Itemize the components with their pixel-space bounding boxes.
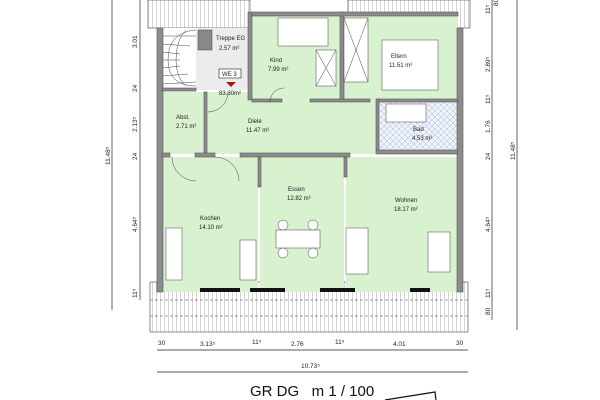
dim-label: 11⁵ (485, 4, 492, 14)
room-label-bad: Bad (413, 127, 424, 133)
room-labels: Treppe EG 2.57 m² Kind 7.99 m² Eltern 11… (176, 36, 432, 231)
unit-area: 83.30m² (219, 91, 241, 97)
dim-label: 24 (132, 84, 139, 92)
dimensions-right: 11⁵ 80 2.89⁵ 11⁵ 1.76 24 4.64⁵ 11⁵ 80 11… (485, 0, 518, 330)
dim-label: 11⁵ (335, 339, 345, 346)
dimensions-bottom: 30 3.13⁵ 11⁵ 2.76 11⁵ 4.01 30 10.73⁵ (157, 339, 468, 373)
dim-label: 4.64⁵ (485, 216, 492, 232)
dim-label: 24 (485, 152, 492, 160)
dim-label: 80 (493, 0, 500, 6)
furniture (165, 17, 451, 281)
room-essen (260, 157, 344, 292)
room-area-essen: 12.82 m² (287, 196, 311, 202)
dim-label: 11⁵ (485, 288, 492, 298)
dim-label: 2.13⁵ (132, 116, 139, 132)
dim-label: 1.76 (485, 120, 492, 133)
room-label-kind: Kind (270, 58, 282, 64)
unit-marker-icon (226, 82, 236, 87)
dim-label: 4.64⁵ (132, 216, 139, 232)
room-area-treppe-eg: 2.57 m² (219, 46, 239, 52)
dim-label: 11⁵ (485, 94, 492, 104)
dim-label: 30 (456, 340, 464, 347)
dim-total: 11.48⁵ (510, 141, 517, 160)
room-label-kochen: Kochen (200, 216, 220, 222)
plan-title: GR DG m 1 / 100 (250, 383, 374, 400)
dim-total: 11.48⁵ (105, 146, 112, 165)
room-area-diele: 11.47 m² (246, 128, 269, 134)
room-label-essen: Essen (288, 187, 305, 193)
walls (156, 11, 464, 293)
room-label-abst: Abst. (176, 115, 190, 121)
dim-label: 30 (158, 340, 166, 347)
dim-total: 10.73⁵ (301, 363, 320, 370)
room-area-kind: 7.99 m² (268, 67, 288, 73)
room-diele (206, 92, 376, 154)
dim-label: 2.89⁵ (485, 56, 492, 72)
dimensions-left: 3.01 24 2.13⁵ 24 4.64⁵ 11⁵ 11.48⁵ (105, 0, 141, 310)
room-area-bad: 4.53 m² (412, 136, 432, 142)
dim-label: 3.13⁵ (200, 341, 216, 348)
room-abst (162, 92, 206, 154)
dim-label: 4.01 (393, 341, 406, 348)
room-label-diele: Diele (248, 119, 262, 125)
room-label-wohnen: Wohnen (395, 198, 417, 204)
room-label-eltern: Eltern (391, 54, 407, 60)
unit-label: WE 3 (222, 72, 237, 78)
north-arrow-icon (384, 391, 437, 400)
room-area-wohnen: 18.17 m² (394, 207, 418, 213)
dim-label: 3.01 (132, 35, 139, 48)
dim-label: 11⁵ (252, 339, 262, 346)
room-area-eltern: 11.51 m² (389, 63, 412, 69)
staircase (161, 29, 213, 87)
dim-label: 24 (132, 152, 139, 160)
dim-label: 80 (485, 307, 492, 315)
dim-label: 11⁵ (132, 288, 139, 298)
room-label-treppe-eg: Treppe EG (216, 36, 245, 42)
stair-area (162, 28, 196, 88)
dim-label: 2.76 (291, 341, 304, 348)
room-area-kochen: 14.10 m² (199, 225, 223, 231)
room-area-abst: 2.71 m² (176, 124, 196, 130)
